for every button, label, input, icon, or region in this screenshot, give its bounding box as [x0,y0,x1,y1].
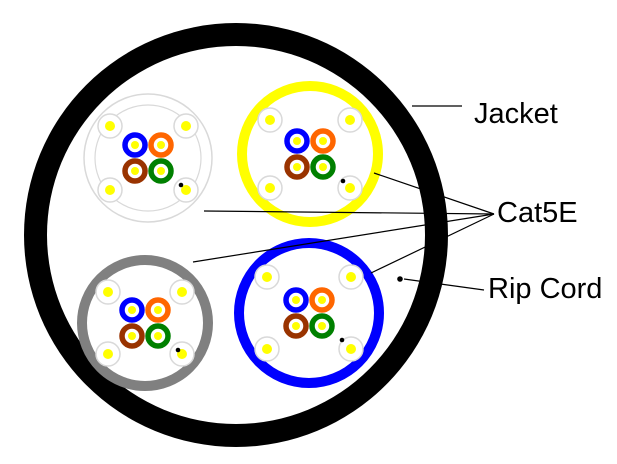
pair-green-core [319,163,327,171]
blue-jacket-cable [234,238,384,388]
pair-blue-core [128,306,136,314]
filler-core [105,121,115,131]
pair-green-core [157,167,165,175]
filler-core [103,349,113,359]
cable-jacket-ring [83,93,213,223]
rip-cord-leader-line [403,278,485,291]
filler-core [181,185,191,195]
filler-core [345,115,355,125]
jacket-label: Jacket [474,98,558,130]
rip-cords [397,276,403,282]
pair-brown-core [292,322,300,330]
pair-brown-core [293,163,301,171]
pair-blue-core [292,296,300,304]
cat5e-leader-line-blue [370,213,495,274]
gray-jacket-cable [77,255,213,391]
pair-blue-core [131,141,139,149]
cable-rip-cord-dot [339,337,345,343]
pair-green-core [318,322,326,330]
filler-core [345,183,355,193]
outer-jacket [24,23,448,447]
pair-orange-core [157,141,165,149]
filler-core [262,272,272,282]
cable-inner-ring [94,104,202,212]
filler-core [105,185,115,195]
cable-jacket-ring [77,255,213,391]
filler-core [103,287,113,297]
pair-orange-core [154,306,162,314]
pair-green-core [154,332,162,340]
yellow-jacket-cable [237,81,383,227]
filler-core [262,344,272,354]
cable-jacket-ring [234,238,384,388]
pair-orange-core [319,137,327,145]
cable-rip-cord-dot [340,178,346,184]
cat5e-cables [77,81,384,391]
filler-core [181,121,191,131]
cable-jacket-ring [237,81,383,227]
cat5e-label: Cat5E [497,197,578,229]
rip-cord-label: Rip Cord [488,273,603,305]
white-jacket-cable [83,93,213,223]
cat5e-leader-line-yellow [373,172,495,215]
cat5e-leader-line-gray [192,213,495,263]
filler-core [177,287,187,297]
pair-orange-core [318,296,326,304]
cable-rip-cord-dot [175,347,181,353]
pair-blue-core [293,137,301,145]
filler-core [265,183,275,193]
cable-rip-cord-dot [178,182,184,188]
pair-brown-core [128,332,136,340]
cat5e-leader-line-white [203,210,495,215]
leader-lines [192,105,495,291]
filler-core [346,272,356,282]
filler-core [346,344,356,354]
main-rip-cord-dot [397,276,403,282]
pair-brown-core [131,167,139,175]
filler-core [265,115,275,125]
